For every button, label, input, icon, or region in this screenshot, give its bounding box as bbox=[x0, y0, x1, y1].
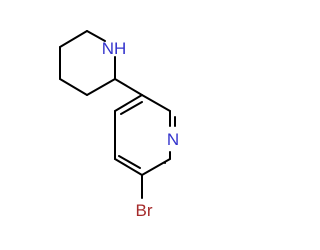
bond-py5-py4-outer bbox=[114, 158, 143, 176]
bond-py5-py4-inner bbox=[118, 155, 141, 169]
atom-label-n: N bbox=[167, 130, 179, 149]
atom-label-br: Br bbox=[136, 201, 153, 220]
structure-diagram: NH N Br bbox=[59, 30, 179, 220]
bond-c5-c6 bbox=[59, 30, 88, 48]
pyridine-ring bbox=[114, 94, 176, 176]
bond-c6-n1 bbox=[86, 30, 106, 42]
piperidine-ring bbox=[59, 30, 116, 96]
bond-piperidine-pyridine bbox=[114, 78, 143, 96]
bond-py3-py2 bbox=[141, 94, 171, 112]
bond-c3-c4 bbox=[59, 78, 88, 96]
bond-py3-c-outer bbox=[114, 94, 143, 112]
bond-py6-py5 bbox=[141, 158, 171, 176]
molecule-canvas: NH N Br bbox=[59, 30, 179, 220]
atom-label-nh: NH bbox=[102, 39, 127, 58]
bond-c2-c3 bbox=[86, 78, 116, 96]
bond-py3-c-inner bbox=[120, 101, 143, 115]
